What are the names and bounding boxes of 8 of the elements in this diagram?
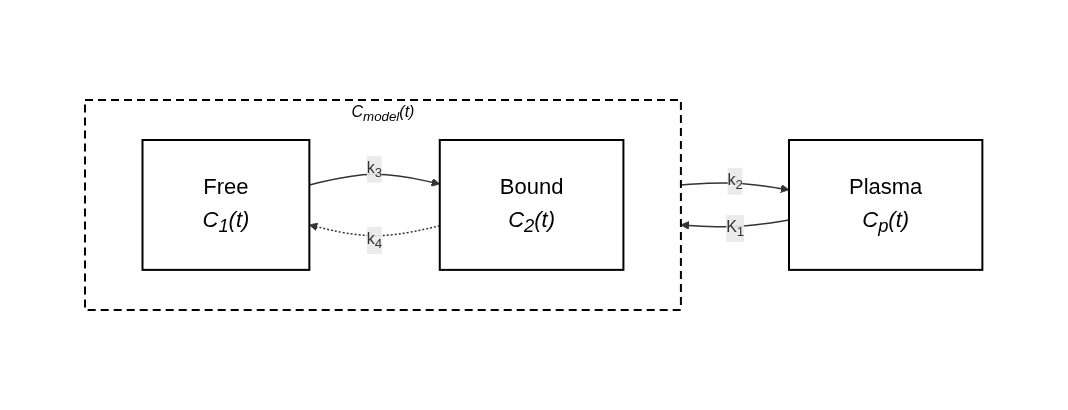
edge-label: k$_{3}$ (367, 158, 383, 180)
edge-label: K$_{1}$ (726, 217, 745, 240)
node-box: Free C$_{1}$(t) (141, 139, 311, 271)
arrow (309, 222, 441, 237)
node-box: Bound C$_{2}$(t) (439, 139, 625, 271)
edge-label: k$_{2}$ (727, 170, 744, 193)
node-box: Plasma C$_{p}$(t) (788, 139, 984, 271)
edge-label: k$_{4}$ (367, 230, 383, 252)
